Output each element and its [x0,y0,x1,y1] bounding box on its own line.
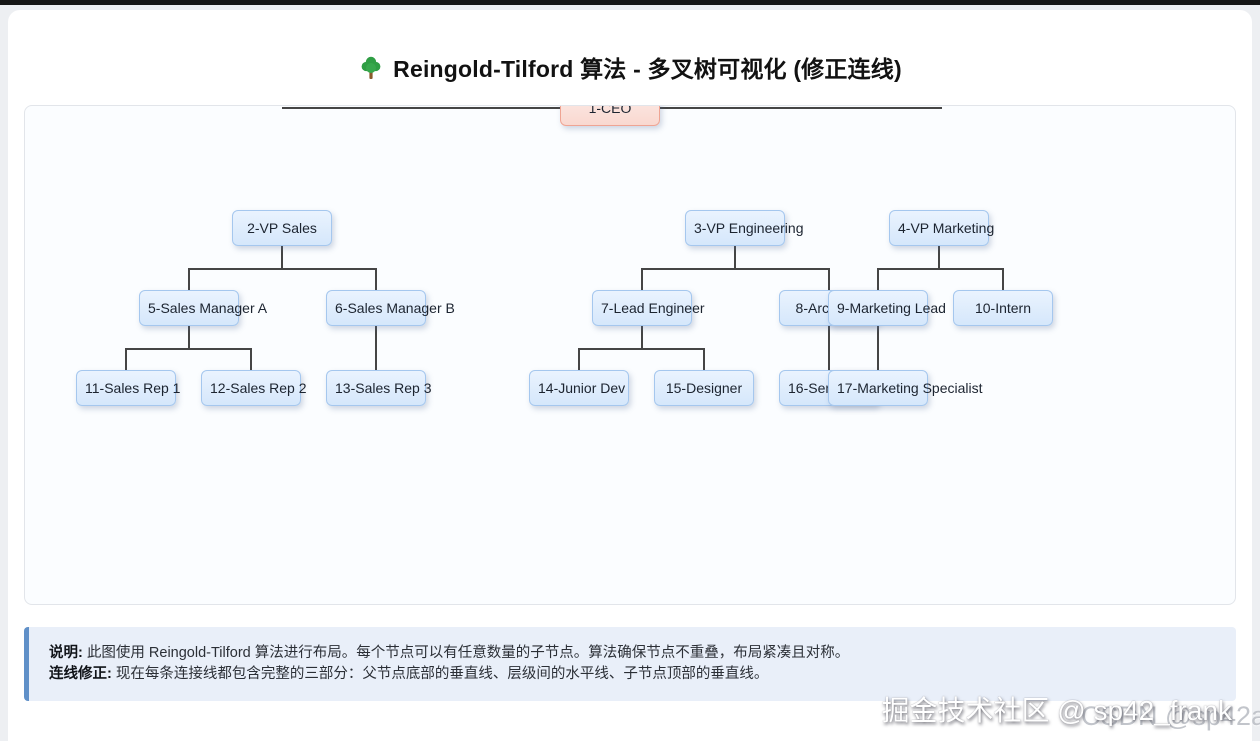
tree-node-label: 11-Sales Rep 1 [85,380,181,396]
tree-node-label: 7-Lead Engineer [601,300,705,316]
connector-line [125,348,127,370]
note-line-2-text: 现在每条连接线都包含完整的三部分：父节点底部的垂直线、层级间的水平线、子节点顶部… [115,666,769,682]
connector-line [1002,268,1004,290]
tree-node-label: 10-Intern [974,300,1032,316]
connector-line [828,268,830,290]
tree-node-label: 9-Marketing Lead [837,300,946,316]
note-line-1: 说明: 此图使用 Reingold-Tilford 算法进行布局。每个节点可以有… [49,643,1216,664]
window-top-edge [0,0,1260,5]
connector-line [578,348,580,370]
tree-node-label: 17-Marketing Specialist [837,380,983,396]
connector-line [188,268,190,290]
page-title-text: Reingold-Tilford 算法 - 多叉树可视化 (修正连线) [393,56,902,82]
tree-node-10: 10-Intern [953,290,1053,326]
connector-line [126,348,251,350]
tree-node-label: 12-Sales Rep 2 [210,380,307,396]
page-card: Reingold-Tilford 算法 - 多叉树可视化 (修正连线) 1-CE… [8,10,1252,741]
connector-line [375,268,377,290]
connector-line [878,268,1003,270]
tree-node-3: 3-VP Engineering [685,210,803,246]
connector-line [188,326,190,348]
note-line-2-label: 连线修正: [49,666,112,682]
connector-line [375,326,377,370]
tree-node-label: 15-Designer [665,380,743,396]
tree-node-label: 14-Junior Dev [538,380,626,396]
note-line-1-text: 此图使用 Reingold-Tilford 算法进行布局。每个节点可以有任意数量… [86,645,850,661]
connector-line [641,326,643,348]
connector-line [642,268,829,270]
tree-canvas: 1-CEO 2-VP Sales 3-VP Engineering 4-VP Mark… [24,105,1236,605]
tree-node-label: 13-Sales Rep 3 [335,380,432,396]
connector-line [877,268,879,290]
note-box: 说明: 此图使用 Reingold-Tilford 算法进行布局。每个节点可以有… [24,627,1236,701]
tree-node-label: 5-Sales Manager A [148,300,268,316]
tree-node-15: 15-Designer [654,370,754,406]
tree-node-14: 14-Junior Dev [529,370,629,406]
connector-line [189,268,376,270]
tree-node-7: 7-Lead Engineer [592,290,705,326]
note-line-2: 连线修正: 现在每条连接线都包含完整的三部分：父节点底部的垂直线、层级间的水平线… [49,664,1216,685]
connector-line [877,326,879,370]
tree-icon [358,55,384,87]
connector-line [938,246,940,268]
tree-node-9: 9-Marketing Lead [828,290,946,326]
page-title: Reingold-Tilford 算法 - 多叉树可视化 (修正连线) [8,10,1252,87]
connector-line [250,348,252,370]
tree-node-17: 17-Marketing Specialist [828,370,983,406]
tree-node-12: 12-Sales Rep 2 [201,370,307,406]
tree-node-1: 1-CEO [560,105,660,126]
tree-node-label: 3-VP Engineering [694,220,804,236]
connector-line [641,268,643,290]
note-line-1-label: 说明: [49,645,83,661]
connector-line [703,348,705,370]
tree-node-11: 11-Sales Rep 1 [76,370,180,406]
tree-node-6: 6-Sales Manager B [326,290,455,326]
tree-node-label: 6-Sales Manager B [335,300,455,316]
tree-node-label: 2-VP Sales [247,220,317,236]
tree-node-5: 5-Sales Manager A [139,290,267,326]
tree-node-label: 4-VP Marketing [898,220,995,236]
tree-node-13: 13-Sales Rep 3 [326,370,432,406]
tree-node-2: 2-VP Sales [232,210,332,246]
connector-line [828,326,830,370]
connector-line [579,348,704,350]
tree-node-4: 4-VP Marketing [889,210,994,246]
tree-node-label: 1-CEO [588,105,632,116]
connector-line [281,246,283,268]
connector-line [734,246,736,268]
